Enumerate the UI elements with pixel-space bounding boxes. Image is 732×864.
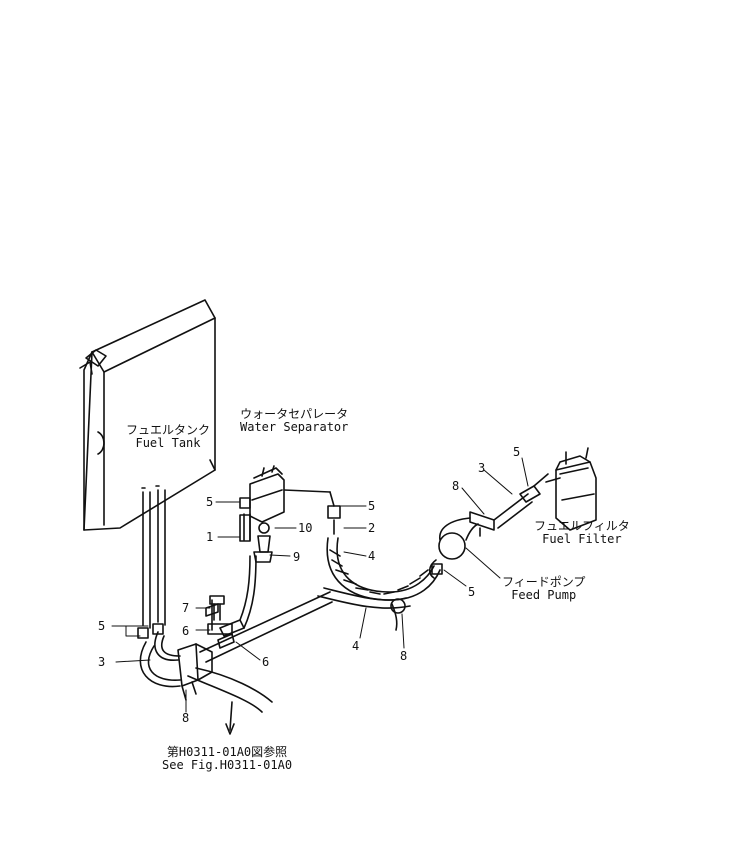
leader-lines	[111, 457, 529, 713]
feed-pump-label-jp: フィードポンプ	[502, 575, 586, 589]
fuel-filter-label-jp: フュエルフィルタ	[534, 519, 630, 533]
part-number: 2	[368, 521, 376, 535]
part-number: 5	[206, 495, 214, 509]
part-number: 3	[478, 461, 486, 475]
part-number: 6	[262, 655, 270, 669]
braided-hose-four	[317, 537, 441, 631]
part-number: 4	[368, 549, 376, 563]
part-number: 5	[98, 619, 106, 633]
tank-outlet-pipes	[141, 485, 166, 629]
feed-pump-label: フィードポンプ Feed Pump	[502, 576, 585, 602]
fuel-filter-drawing	[545, 447, 597, 531]
left-return-hoses	[137, 623, 181, 688]
part-number: 5	[468, 585, 476, 599]
pipe-three-right	[493, 473, 549, 529]
feed-pump-label-en: Feed Pump	[511, 588, 577, 602]
part-number: 7	[182, 601, 190, 615]
feed-pump-drawing	[428, 511, 495, 579]
water-separator-drawing	[239, 465, 341, 563]
see-fig-label: 第H0311-01A0図参照 See Fig.H0311-01A0	[162, 746, 292, 772]
part-number: 5	[513, 445, 521, 459]
part-number: 4	[352, 639, 360, 653]
see-fig-label-jp: 第H0311-01A0図参照	[166, 745, 288, 759]
fuel-tank-label-jp: フュエルタンク	[126, 423, 211, 437]
part-number: 8	[182, 711, 190, 725]
junction-block	[177, 643, 273, 735]
part-number: 1	[206, 530, 214, 544]
fuel-tank-label-en: Fuel Tank	[135, 436, 201, 450]
water-separator-label: ウォータセパレータ Water Separator	[240, 408, 348, 434]
part-number: 6	[182, 624, 190, 638]
bolt-seven	[207, 595, 233, 635]
part-number: 10	[298, 521, 313, 535]
part-number: 3	[98, 655, 106, 669]
see-fig-label-en: See Fig.H0311-01A0	[162, 758, 293, 772]
water-separator-label-jp: ウォータセパレータ	[240, 407, 349, 421]
water-separator-label-en: Water Separator	[240, 420, 349, 434]
fuel-filter-label-en: Fuel Filter	[542, 532, 622, 546]
part-number: 8	[400, 649, 408, 663]
fuel-tank-label: フュエルタンク Fuel Tank	[126, 424, 210, 450]
part-number: 5	[368, 499, 376, 513]
part-number: 8	[452, 479, 460, 493]
fuel-filter-label: フュエルフィルタ Fuel Filter	[534, 520, 630, 546]
part-number: 9	[293, 550, 301, 564]
fuel-tank-drawing	[79, 299, 216, 531]
